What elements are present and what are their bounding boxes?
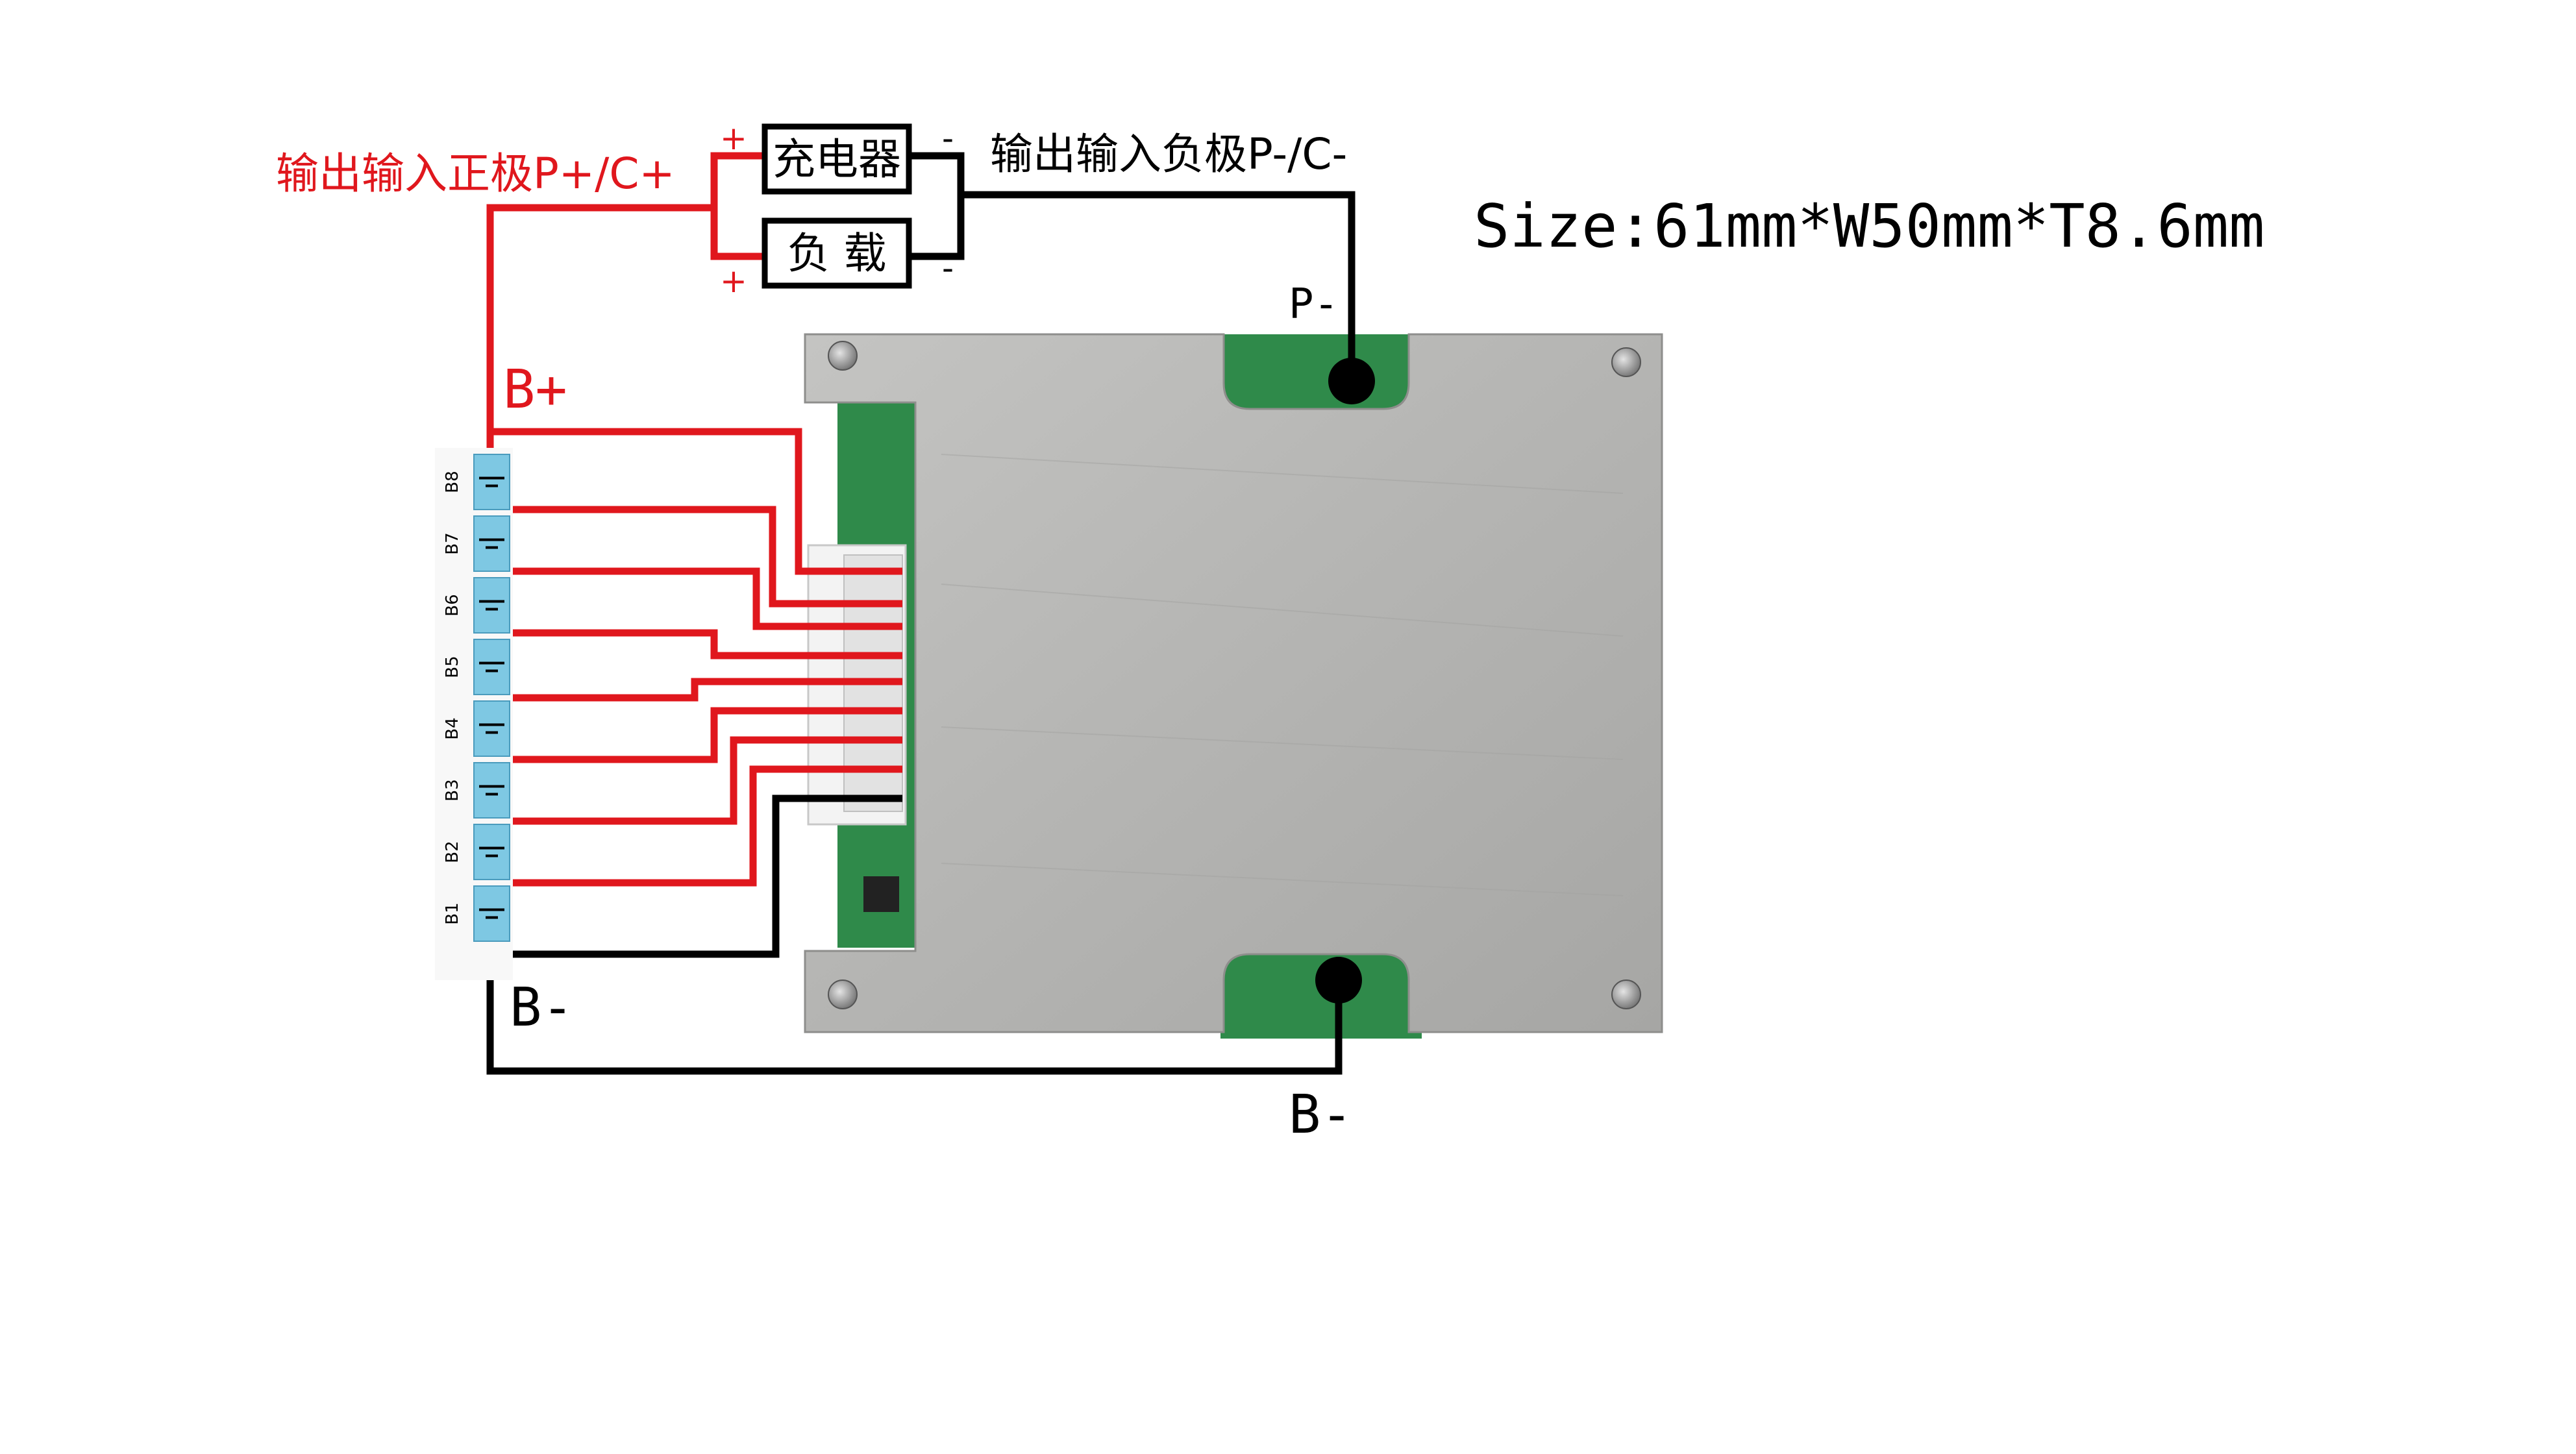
cell-body bbox=[473, 577, 510, 634]
battery-cell: B3 bbox=[443, 762, 510, 819]
charger-frame bbox=[762, 123, 912, 195]
wire-pminus-charger bbox=[909, 152, 965, 260]
charger-box: 充电器 bbox=[762, 123, 912, 195]
screw-icon bbox=[1611, 347, 1641, 377]
b-plus-label: B+ bbox=[503, 359, 567, 421]
cell-body bbox=[473, 700, 510, 757]
cell-body bbox=[473, 762, 510, 819]
wire-b8-plus bbox=[490, 428, 902, 575]
wire-b7b6 bbox=[490, 567, 902, 630]
b-minus-left-label: B- bbox=[510, 977, 574, 1039]
load-label: 负 载 bbox=[787, 228, 887, 278]
pcb-notch-top bbox=[1220, 334, 1422, 409]
wire-b2b1 bbox=[490, 765, 902, 887]
p-minus-terminal bbox=[1328, 358, 1375, 404]
pcb-component bbox=[863, 876, 899, 912]
wire-pminus-main bbox=[961, 191, 1356, 364]
wire-pplus-main bbox=[486, 204, 714, 448]
battery-cell: B1 bbox=[443, 885, 510, 942]
load-minus-sign: - bbox=[942, 249, 954, 287]
screw-icon bbox=[1611, 980, 1641, 1009]
charger-minus-sign: - bbox=[942, 119, 954, 157]
battery-cell: B4 bbox=[443, 700, 510, 757]
cell-body bbox=[473, 454, 510, 510]
b-minus-terminal bbox=[1315, 957, 1362, 1004]
cell-label: B8 bbox=[443, 471, 462, 493]
cell-label: B2 bbox=[443, 841, 462, 863]
cell-body bbox=[473, 515, 510, 572]
wire-b-minus-main bbox=[486, 935, 1343, 1075]
battery-cell: B2 bbox=[443, 824, 510, 880]
positive-wires bbox=[486, 152, 902, 887]
p-minus-label: P- bbox=[1289, 280, 1339, 328]
load-frame bbox=[762, 217, 912, 289]
load-box: 负 载 bbox=[762, 217, 912, 289]
cell-body bbox=[473, 824, 510, 880]
negative-terminal-label: 输出输入负极P-/C- bbox=[990, 129, 1347, 179]
cell-label: B3 bbox=[443, 779, 462, 801]
cell-label: B1 bbox=[443, 902, 462, 924]
battery-cell: B6 bbox=[443, 577, 510, 634]
wire-b5b4 bbox=[490, 678, 902, 702]
cell-label: B5 bbox=[443, 656, 462, 678]
cell-body bbox=[473, 639, 510, 695]
wire-b3b2 bbox=[490, 736, 902, 825]
charger-plus-sign: + bbox=[720, 119, 747, 157]
battery-cell: B8 bbox=[443, 454, 510, 510]
wire-pplus-charger bbox=[710, 152, 763, 260]
bms-board bbox=[804, 333, 1663, 1039]
battery-cell: B7 bbox=[443, 515, 510, 572]
load-plus-sign: + bbox=[720, 262, 747, 300]
metal-plate bbox=[804, 333, 1663, 1033]
battery-cell: B5 bbox=[443, 639, 510, 695]
cell-label: B6 bbox=[443, 594, 462, 616]
wire-b6b5 bbox=[490, 629, 902, 659]
screw-icon bbox=[828, 980, 858, 1009]
cell-label: B7 bbox=[443, 532, 462, 554]
wire-b4b3 bbox=[490, 707, 902, 763]
negative-wires bbox=[486, 152, 1356, 1075]
positive-terminal-label: 输出输入正极P+/C+ bbox=[276, 149, 675, 199]
size-label: Size:61mm*W50mm*T8.6mm bbox=[1474, 191, 2265, 261]
charger-label: 充电器 bbox=[773, 134, 901, 184]
plate-texture bbox=[941, 454, 1624, 896]
wire-b8b7 bbox=[490, 506, 902, 608]
b-minus-bottom-label: B- bbox=[1289, 1084, 1353, 1146]
cell-body bbox=[473, 885, 510, 942]
wire-b-minus-connector bbox=[490, 795, 902, 958]
cell-label: B4 bbox=[443, 717, 462, 739]
screw-icon bbox=[828, 341, 858, 371]
